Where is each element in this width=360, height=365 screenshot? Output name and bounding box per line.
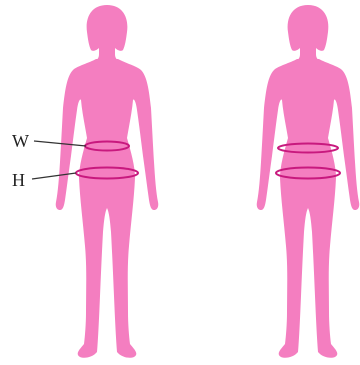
woman-silhouette-right [257, 5, 360, 358]
figure-right [257, 5, 360, 358]
hip-leader-line [32, 173, 76, 179]
figure-left [56, 5, 159, 358]
waist-leader-line [34, 141, 86, 146]
woman-silhouette-left [56, 5, 159, 358]
waist-label: W [12, 132, 29, 150]
hip-label: H [12, 171, 25, 189]
